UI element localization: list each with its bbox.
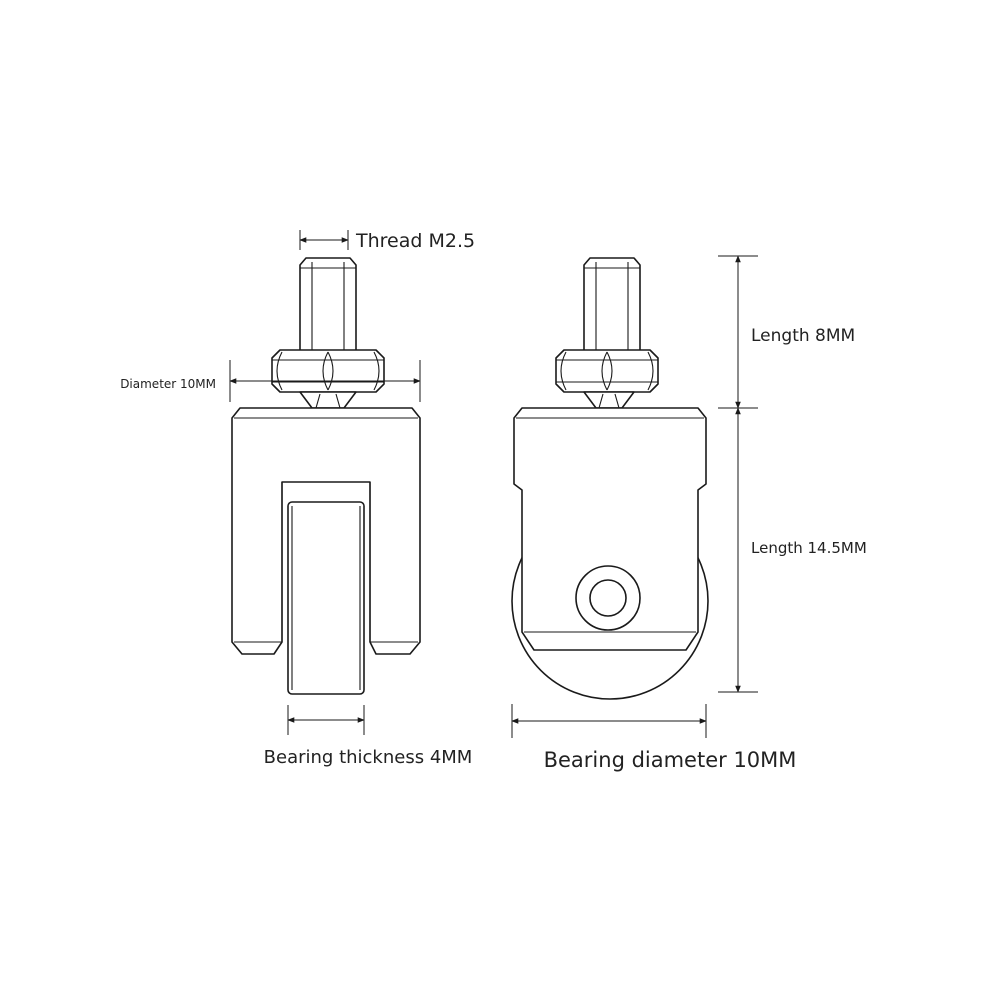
length-top-label: Length 8MM (751, 326, 855, 346)
length-body-label: Length 14.5MM (751, 539, 867, 557)
side-view (511, 257, 709, 700)
front-bearing-wheel (287, 501, 365, 695)
side-stud (583, 257, 641, 353)
front-view (231, 257, 421, 695)
dim-bearing-diameter (511, 704, 707, 738)
dim-thread (299, 230, 349, 250)
dim-nut-diameter (229, 360, 421, 402)
bearing-diameter-label: Bearing diameter 10MM (544, 748, 797, 772)
front-neck (299, 391, 357, 409)
dim-length-body (718, 407, 758, 693)
axle-hole (589, 579, 627, 617)
dim-bearing-thickness (287, 705, 365, 735)
bearing-thickness-label: Bearing thickness 4MM (264, 747, 473, 768)
side-neck (583, 391, 635, 409)
side-body (513, 407, 707, 651)
front-hex-nut (271, 349, 385, 393)
front-stud (299, 257, 357, 353)
side-hex-nut (555, 349, 659, 393)
nut-diameter-label: Diameter 10MM (120, 377, 216, 391)
thread-label: Thread M2.5 (355, 230, 475, 252)
